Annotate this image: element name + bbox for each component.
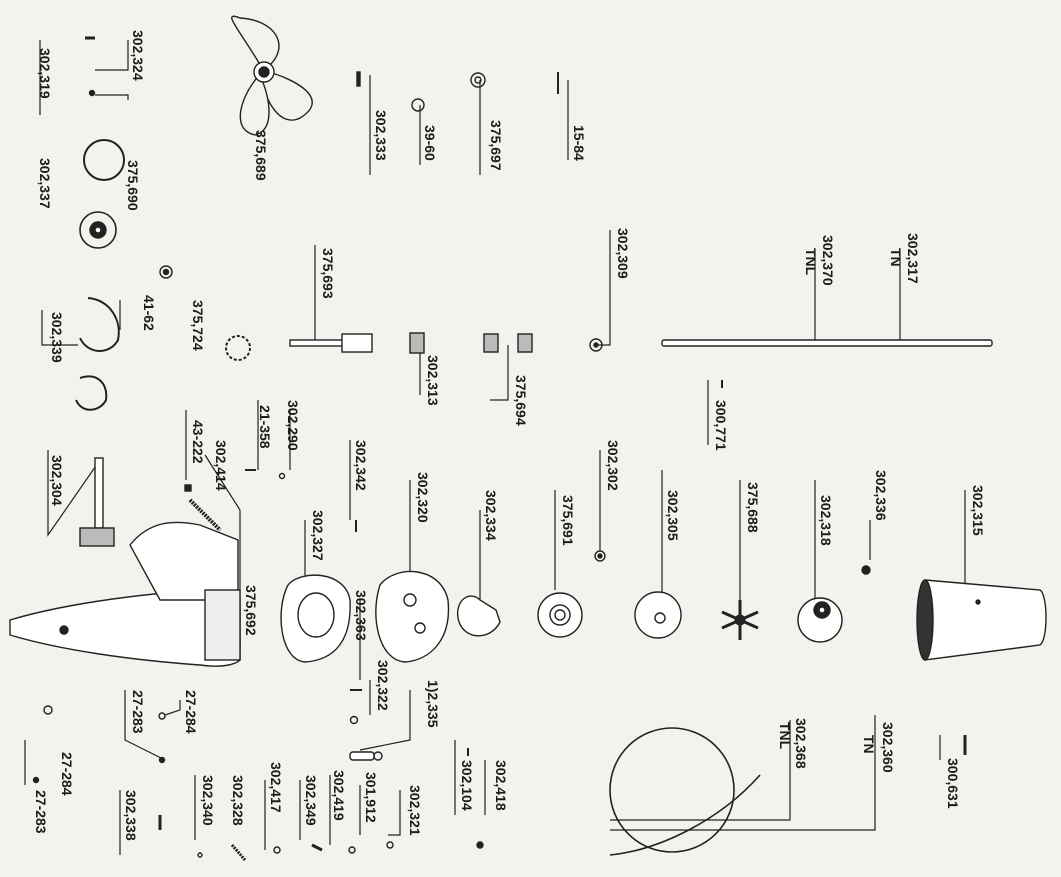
label-302417: 302,417: [268, 762, 284, 813]
label-302305: 302,305: [665, 490, 681, 541]
label-21358: 21-358: [257, 405, 273, 449]
label-302304: 302,304: [49, 455, 65, 506]
label-tnl-b: TNL: [777, 722, 793, 750]
label-302333: 302,333: [373, 110, 389, 161]
label-302335: 1)2,335: [425, 680, 441, 728]
label-302336: 302,336: [873, 470, 889, 521]
label-302104: 302,104: [459, 760, 475, 811]
label-375697: 375,697: [488, 120, 504, 171]
label-27284-a: 27-284: [183, 690, 199, 734]
label-302368: 302,368: [793, 718, 809, 769]
label-27284-b: 27-284: [59, 752, 75, 796]
label-300631: 300,631: [945, 758, 961, 809]
label-302370: 302,370: [820, 235, 836, 286]
label-302328: 302,328: [230, 775, 246, 826]
label-302317: 302,317: [905, 233, 921, 284]
label-302324: 302,324: [130, 30, 146, 81]
label-302419: 302,419: [331, 770, 347, 821]
label-302321: 302,321: [407, 785, 423, 836]
shaft-part: [289, 333, 373, 353]
label-302339: 302,339: [49, 312, 65, 363]
label-375694: 375,694: [513, 375, 529, 426]
gearcase-housing-part: [9, 521, 241, 667]
label-302313: 302,313: [425, 355, 441, 406]
label-302414: 302,414: [213, 440, 229, 491]
label-301912: 301,912: [363, 772, 379, 823]
label-302318: 302,318: [818, 495, 834, 546]
propeller-part: [231, 15, 313, 136]
o-ring-part: [83, 139, 125, 181]
label-302342: 302,342: [353, 440, 369, 491]
label-43222: 43-222: [190, 420, 206, 464]
plate-part: [375, 570, 450, 663]
label-375691: 375,691: [560, 495, 576, 546]
label-302360: 302,360: [880, 722, 896, 773]
label-302322: 302,322: [375, 660, 391, 711]
label-302334: 302,334: [483, 490, 499, 541]
label-302290: 302,290: [285, 400, 301, 451]
flange-part: [79, 211, 117, 249]
label-302302: 302,302: [605, 440, 621, 491]
label-tn-b: TN: [861, 735, 877, 754]
impeller-part: [721, 600, 759, 640]
label-302340: 302,340: [200, 775, 216, 826]
label-302320: 302,320: [415, 472, 431, 523]
coiled-cable-part: [609, 727, 761, 856]
label-375693: 375,693: [320, 248, 336, 299]
label-302327: 302,327: [310, 510, 326, 561]
label-302315: 302,315: [970, 485, 986, 536]
clevis-pin-part: [349, 751, 383, 761]
label-375689: 375,689: [253, 130, 269, 181]
label-4162: 41-62: [141, 295, 157, 331]
label-375724: 375,724: [190, 300, 206, 351]
vertical-shaft-part: [79, 457, 115, 547]
label-302418: 302,418: [493, 760, 509, 811]
label-302349: 302,349: [303, 775, 319, 826]
label-27283-b: 27-283: [33, 790, 49, 834]
label-27283-a: 27-283: [130, 690, 146, 734]
label-302338: 302,338: [123, 790, 139, 841]
pump-housing-part: [797, 597, 843, 643]
label-375692: 375,692: [243, 585, 259, 636]
label-302319: 302,319: [37, 48, 53, 99]
cone-cover-part: [916, 579, 1047, 661]
e-clip-part: [75, 375, 108, 411]
label-3960: 39-60: [422, 125, 438, 161]
label-375690: 375,690: [125, 160, 141, 211]
parts: [9, 15, 1047, 861]
label-375688: 375,688: [745, 482, 761, 533]
label-302309: 302,309: [615, 228, 631, 279]
snap-ring-part: [79, 297, 120, 352]
gasket-part: [280, 574, 351, 663]
label-1584: 15-84: [571, 125, 587, 161]
gear-part: [225, 335, 251, 361]
label-302337: 302,337: [37, 158, 53, 209]
label-300771: 300,771: [713, 400, 729, 451]
drive-shaft-part: [661, 339, 993, 347]
label-302363: 302,363: [353, 590, 369, 641]
label-tnl-a: TNL: [803, 248, 819, 276]
label-tn-a: TN: [888, 248, 904, 267]
